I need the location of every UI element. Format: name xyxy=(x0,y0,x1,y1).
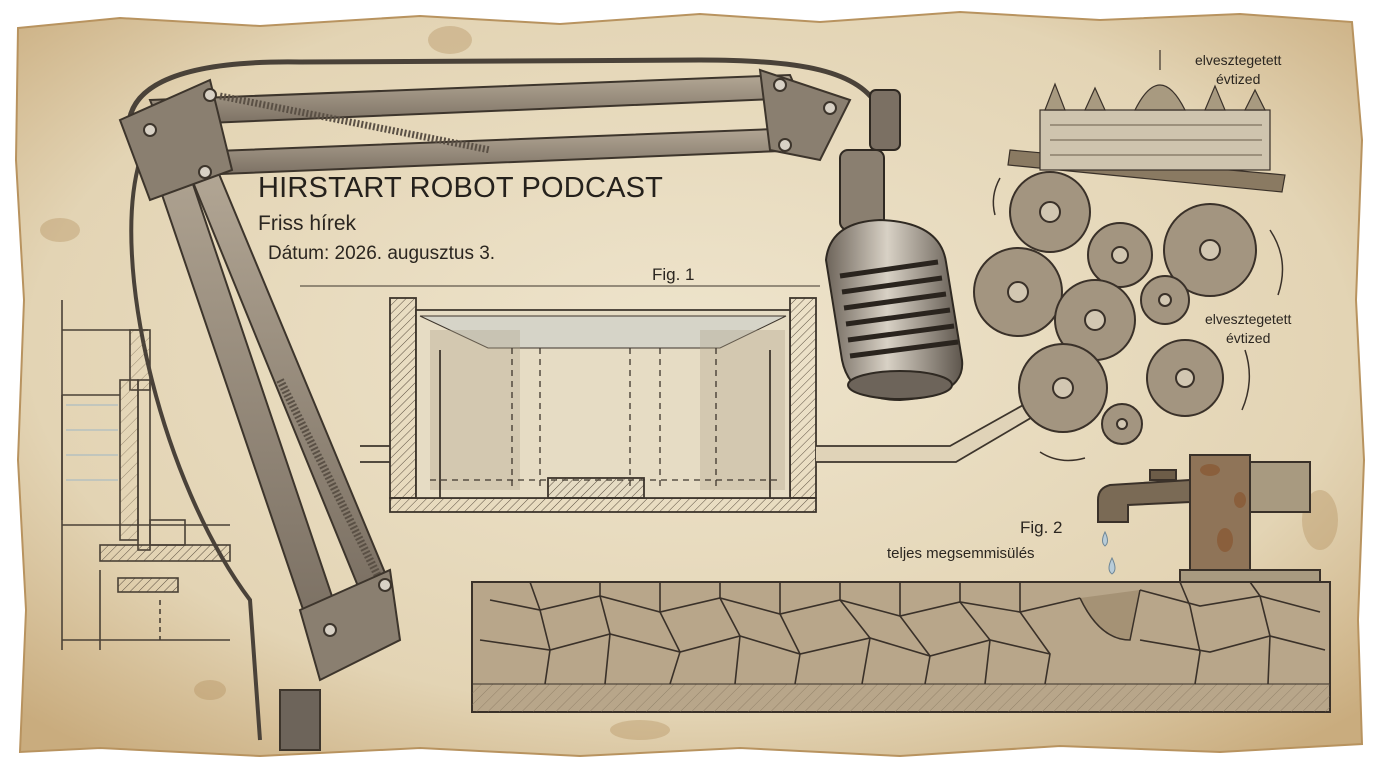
annotation-middle-line1: elvesztegetett xyxy=(1205,311,1292,327)
annotation-top: elvesztegetett évtized xyxy=(1195,51,1281,89)
annotation-middle: elvesztegetett évtized xyxy=(1205,310,1291,348)
water-tank-cross-section xyxy=(300,285,1060,513)
cracked-dry-earth xyxy=(471,581,1331,713)
gear-cluster xyxy=(973,171,1284,462)
podcast-date: Dátum: 2026. augusztus 3. xyxy=(268,243,496,264)
microphone-boom-arm xyxy=(118,57,883,751)
paper-stains xyxy=(40,26,1338,740)
figure-2-label: Fig. 2 xyxy=(1020,518,1063,537)
rusty-faucet xyxy=(1097,454,1321,591)
figure-1-label: Fig. 1 xyxy=(652,265,695,284)
podcast-title: HIRSTART ROBOT PODCAST xyxy=(258,172,664,204)
vintage-microphone xyxy=(824,89,964,402)
annotation-top-line2: évtized xyxy=(1216,71,1261,87)
annotation-middle-line2: évtized xyxy=(1226,330,1271,346)
figure-2-caption: teljes megsemmisülés xyxy=(887,545,1035,562)
parliament-building xyxy=(1007,50,1286,193)
annotation-top-line1: elvesztegetett xyxy=(1195,52,1282,68)
podcast-subtitle: Friss hírek xyxy=(258,212,357,235)
